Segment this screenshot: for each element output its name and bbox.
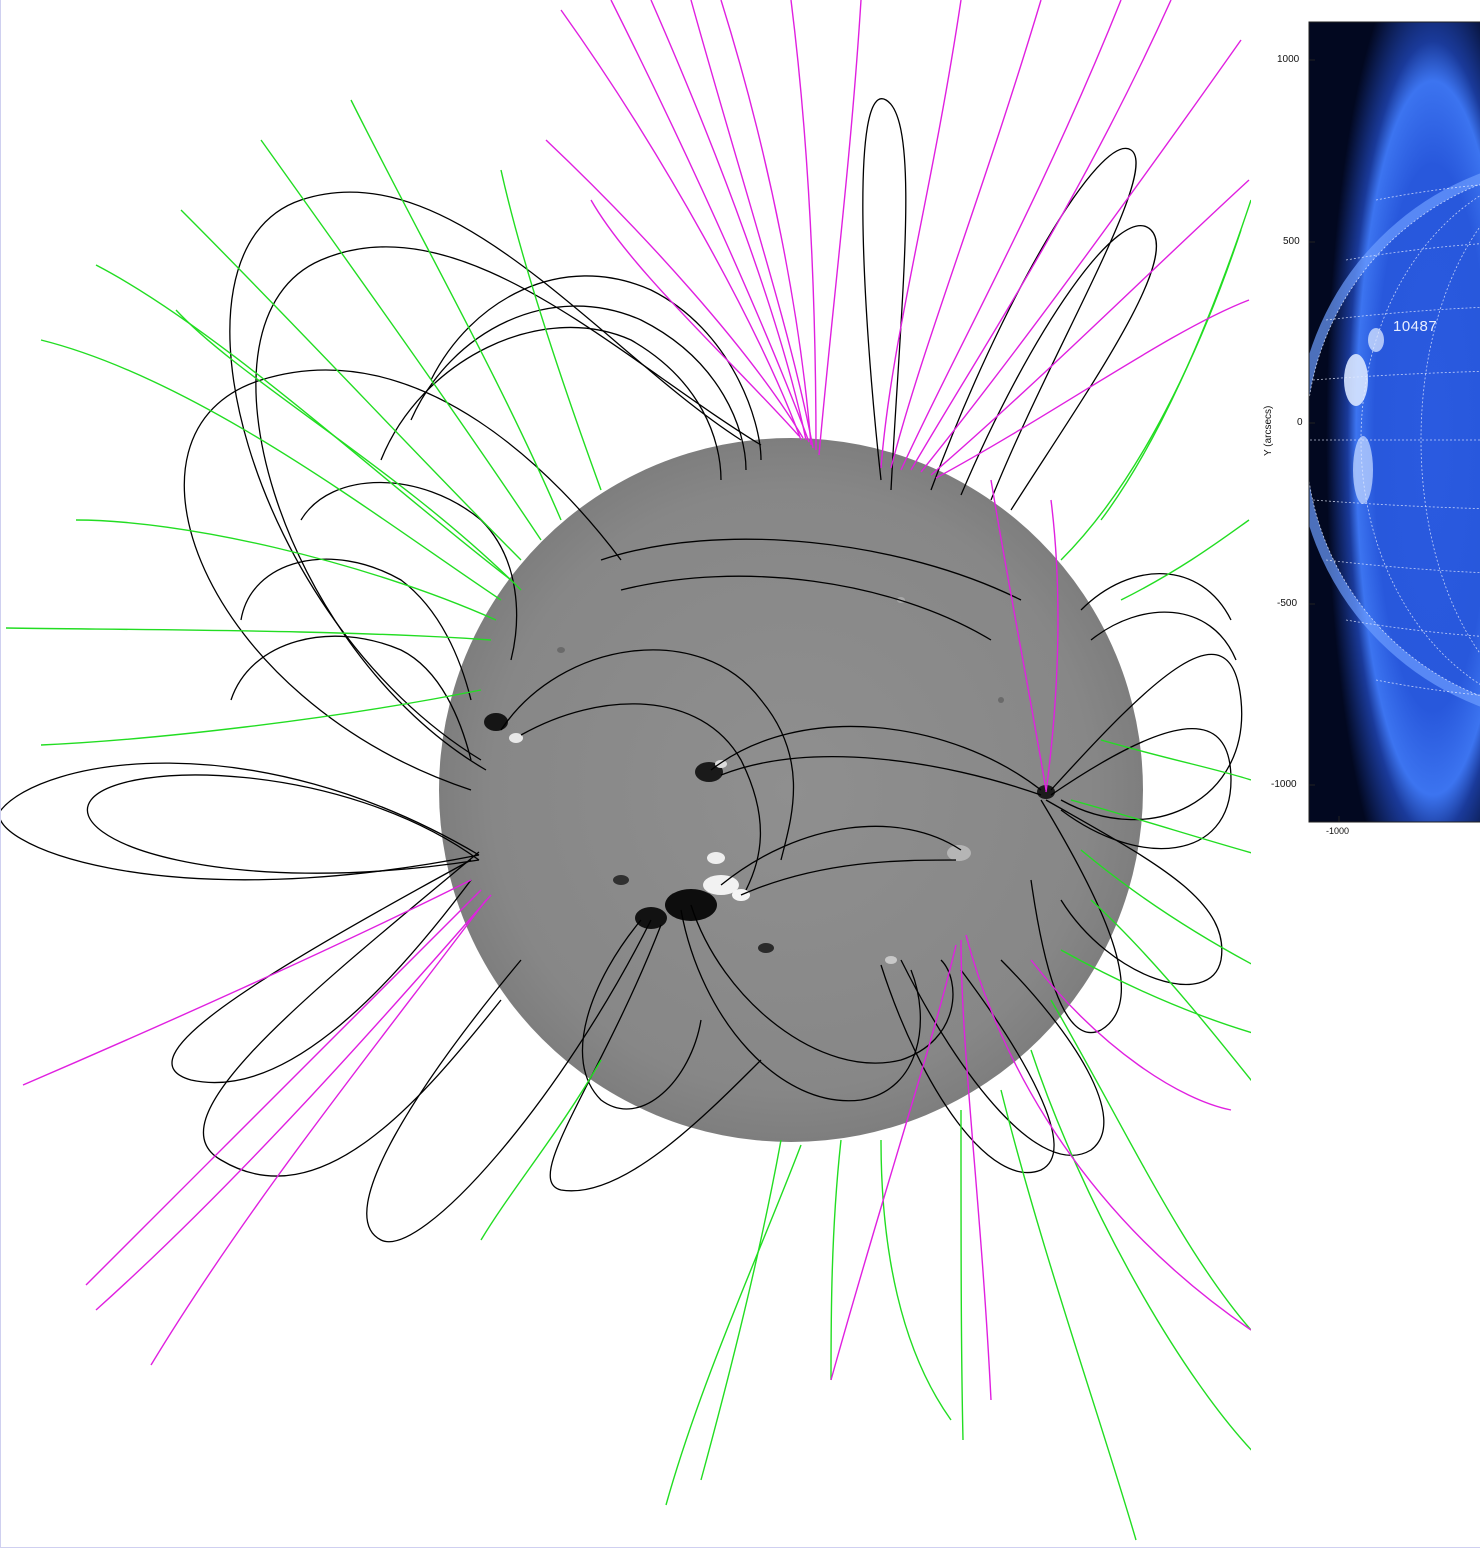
solar-disk-magnetogram xyxy=(439,438,1143,1142)
y-axis-ticks xyxy=(1309,59,1340,822)
y-tick-500: 500 xyxy=(1283,236,1300,247)
y-axis-label: Y (arcsecs) xyxy=(1263,405,1274,456)
active-region-label: 10487 xyxy=(1393,318,1438,335)
y-tick-0: 0 xyxy=(1297,417,1303,428)
y-tick-minus-1000: -1000 xyxy=(1271,779,1297,790)
open-field-lines-green xyxy=(5,99,1251,1541)
euv-image-panel: 1000 500 0 -500 -1000 -1000 Y (arcsecs) … xyxy=(1251,0,1480,860)
y-tick-minus-500: -500 xyxy=(1277,598,1298,609)
y-tick-1000: 1000 xyxy=(1277,54,1300,65)
euv-image xyxy=(1308,21,1480,823)
open-field-lines-magenta xyxy=(22,0,1251,1401)
pfss-field-lines-panel xyxy=(1,0,1251,1541)
closed-field-lines xyxy=(1,98,1243,1243)
x-tick-minus-1000: -1000 xyxy=(1326,826,1350,836)
